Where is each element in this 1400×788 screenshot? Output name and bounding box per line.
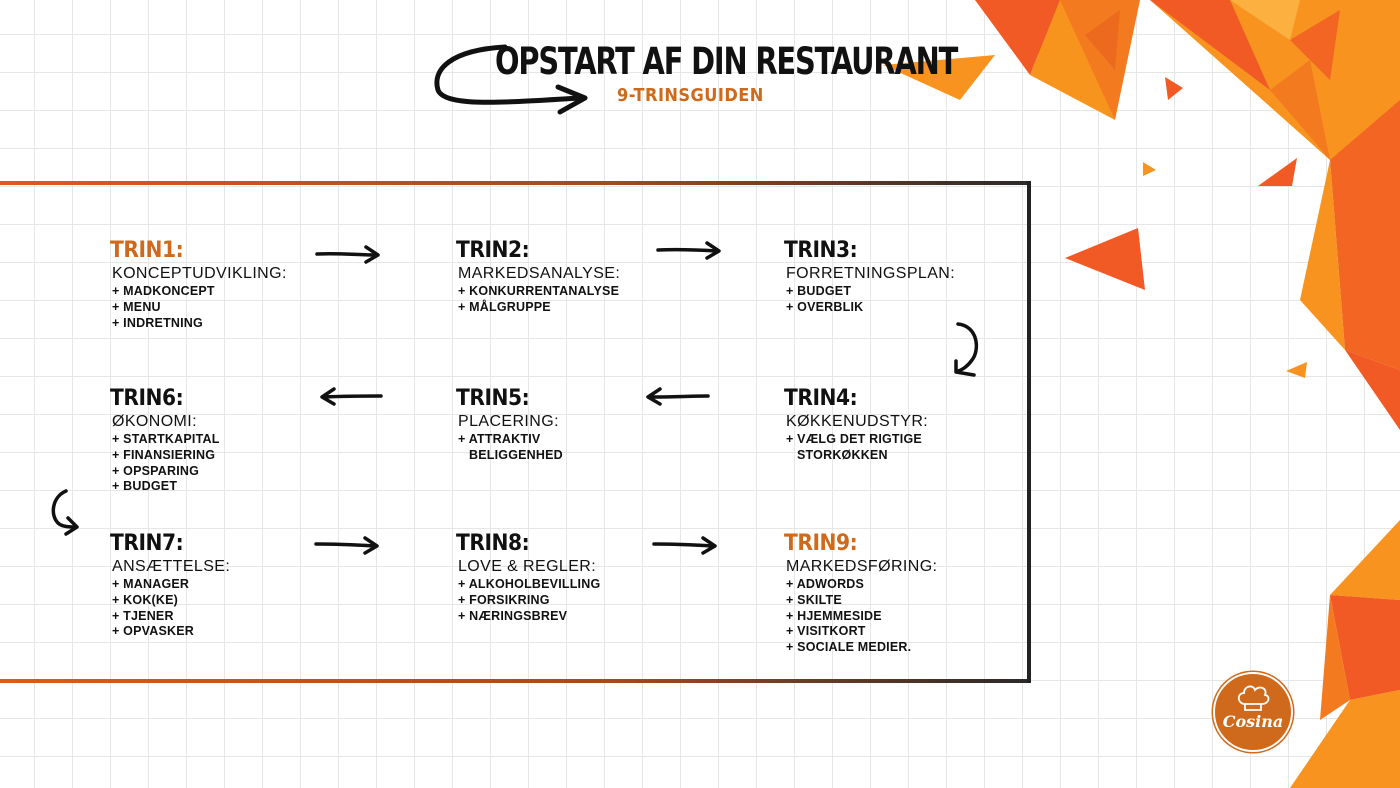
step-item-list: + BUDGET + OVERBLIK bbox=[784, 284, 955, 316]
step-6: TRIN6: ØKONOMI: + STARTKAPITAL + FINANSI… bbox=[110, 386, 220, 495]
step-4: TRIN4: KØKKENUDSTYR: + VÆLG DET RIGTIGE … bbox=[784, 386, 928, 464]
list-item: + BUDGET bbox=[112, 479, 178, 494]
list-item: + MANAGER bbox=[112, 577, 190, 591]
arrow-right-icon bbox=[315, 245, 380, 264]
list-item: + MENU bbox=[112, 299, 161, 314]
step-subheading: MARKEDSANALYSE: bbox=[458, 265, 621, 282]
list-item: + INDRETNING bbox=[112, 315, 203, 330]
logo-text: Cosina bbox=[1222, 712, 1284, 731]
list-item: + STARTKAPITAL bbox=[112, 432, 220, 446]
page-subtitle: 9-TRINSGUIDEN bbox=[617, 85, 764, 106]
step-item-list: + ALKOHOLBEVILLING + FORSIKRING + NÆRING… bbox=[456, 577, 600, 624]
step-item-list: + STARTKAPITAL + FINANSIERING + OPSPARIN… bbox=[110, 432, 220, 495]
list-item: BELIGGENHED bbox=[458, 447, 563, 462]
list-item: + SOCIALE MEDIER. bbox=[786, 640, 912, 655]
list-item: + VÆLG DET RIGTIGE bbox=[786, 432, 922, 446]
list-item: + ATTRAKTIV bbox=[458, 432, 541, 446]
step-heading: TRIN7: bbox=[110, 531, 184, 556]
step-subheading: PLACERING: bbox=[458, 413, 559, 430]
step-subheading: ØKONOMI: bbox=[112, 413, 197, 430]
step-subheading: KONCEPTUDVIKLING: bbox=[112, 265, 287, 282]
list-item: + ADWORDS bbox=[786, 577, 865, 591]
step-heading: TRIN2: bbox=[456, 238, 530, 263]
step-9: TRIN9: MARKEDSFØRING: + ADWORDS + SKILTE… bbox=[784, 531, 937, 656]
list-item: + VISITKORT bbox=[786, 624, 866, 639]
list-item: + FORSIKRING bbox=[458, 592, 550, 607]
step-heading: TRIN5: bbox=[456, 386, 530, 411]
list-item: + OPVASKER bbox=[112, 624, 194, 639]
arrow-left-icon bbox=[646, 387, 710, 406]
step-8: TRIN8: LOVE & REGLER: + ALKOHOLBEVILLING… bbox=[456, 531, 600, 624]
list-item: + FINANSIERING bbox=[112, 447, 216, 462]
step-heading: TRIN1: bbox=[110, 238, 184, 263]
list-item: STORKØKKEN bbox=[786, 447, 888, 462]
list-item: + MÅLGRUPPE bbox=[458, 299, 551, 314]
list-item: + KONKURRENTANALYSE bbox=[458, 284, 620, 298]
step-item-list: + MANAGER + KOK(KE) + TJENER + OPVASKER bbox=[110, 577, 230, 640]
arrow-right-icon bbox=[652, 536, 717, 555]
list-item: + TJENER bbox=[112, 608, 174, 623]
step-2: TRIN2: MARKEDSANALYSE: + KONKURRENTANALY… bbox=[456, 238, 620, 316]
frame-bottom-line bbox=[0, 679, 1031, 683]
step-heading: TRIN8: bbox=[456, 531, 530, 556]
list-item: + KOK(KE) bbox=[112, 592, 179, 607]
step-subheading: MARKEDSFØRING: bbox=[786, 558, 938, 575]
cosina-logo: Cosina bbox=[1213, 672, 1293, 752]
arrow-right-icon bbox=[656, 241, 721, 260]
step-heading: TRIN3: bbox=[784, 238, 858, 263]
list-item: + MADKONCEPT bbox=[112, 284, 215, 298]
step-item-list: + ATTRAKTIV BELIGGENHED bbox=[456, 432, 563, 464]
list-item: + OPSPARING bbox=[112, 463, 200, 478]
step-subheading: KØKKENUDSTYR: bbox=[786, 413, 929, 430]
chef-hat-icon bbox=[1237, 685, 1270, 711]
frame-right-line bbox=[1027, 181, 1031, 683]
step-subheading: FORRETNINGSPLAN: bbox=[786, 265, 956, 282]
list-item: + BUDGET bbox=[786, 284, 852, 298]
list-item: + SKILTE bbox=[786, 592, 842, 607]
step-3: TRIN3: FORRETNINGSPLAN: + BUDGET + OVERB… bbox=[784, 238, 955, 316]
page-title: OPSTART AF DIN RESTAURANT bbox=[495, 40, 958, 83]
step-item-list: + KONKURRENTANALYSE + MÅLGRUPPE bbox=[456, 284, 620, 316]
step-5: TRIN5: PLACERING: + ATTRAKTIV BELIGGENHE… bbox=[456, 386, 563, 464]
step-1: TRIN1: KONCEPTUDVIKLING: + MADKONCEPT + … bbox=[110, 238, 287, 331]
curved-arrow-down-icon bbox=[954, 322, 979, 377]
title-swoosh-arrow-icon bbox=[434, 44, 588, 115]
step-7: TRIN7: ANSÆTTELSE: + MANAGER + KOK(KE) +… bbox=[110, 531, 230, 640]
list-item: + ALKOHOLBEVILLING bbox=[458, 577, 601, 591]
list-item: + NÆRINGSBREV bbox=[458, 608, 568, 623]
arrow-right-icon bbox=[314, 536, 379, 555]
title-block: OPSTART AF DIN RESTAURANT 9-TRINSGUIDEN bbox=[495, 40, 1087, 106]
step-heading: TRIN6: bbox=[110, 386, 184, 411]
frame-top-line bbox=[0, 181, 1031, 185]
curved-arrow-down-icon bbox=[51, 489, 79, 536]
step-heading: TRIN4: bbox=[784, 386, 858, 411]
step-item-list: + MADKONCEPT + MENU + INDRETNING bbox=[110, 284, 287, 331]
arrow-left-icon bbox=[320, 387, 383, 406]
step-subheading: LOVE & REGLER: bbox=[458, 558, 597, 575]
step-item-list: + VÆLG DET RIGTIGE STORKØKKEN bbox=[784, 432, 928, 464]
list-item: + OVERBLIK bbox=[786, 299, 864, 314]
step-item-list: + ADWORDS + SKILTE + HJEMMESIDE + VISITK… bbox=[784, 577, 937, 656]
step-subheading: ANSÆTTELSE: bbox=[112, 558, 231, 575]
list-item: + HJEMMESIDE bbox=[786, 608, 882, 623]
step-heading: TRIN9: bbox=[784, 531, 858, 556]
